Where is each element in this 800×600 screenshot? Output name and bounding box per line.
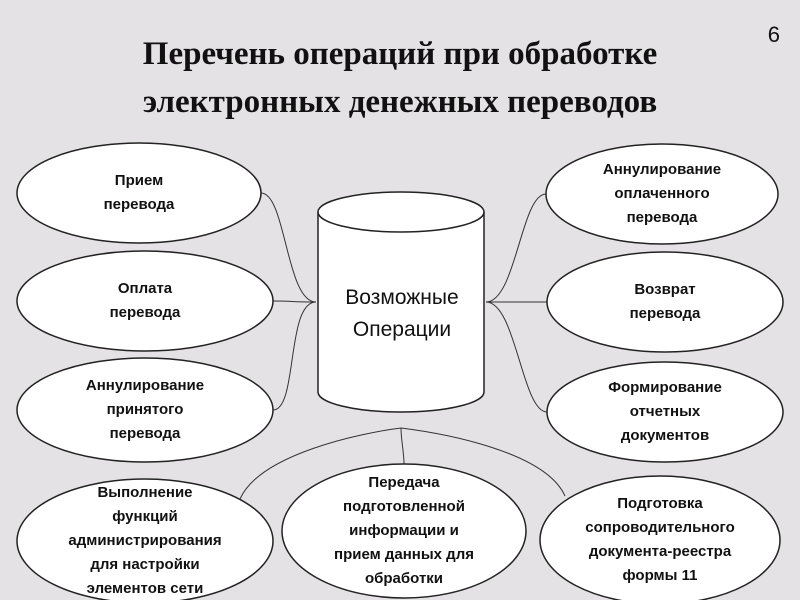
cylinder-body bbox=[317, 212, 485, 413]
connectors bbox=[239, 192, 566, 500]
node-label-reports: Формирование отчетных документов bbox=[608, 379, 722, 444]
connector-cancel-accepted bbox=[272, 301, 317, 411]
connector-registry bbox=[400, 427, 566, 497]
center-label: Возможные Операции bbox=[345, 286, 459, 341]
node-ellipse-receive bbox=[16, 142, 262, 244]
node-ellipse-cancel-paid bbox=[545, 143, 779, 245]
node-label-cancel-accepted: Аннулирование принятого перевода bbox=[85, 377, 205, 442]
cylinder-top bbox=[317, 191, 485, 233]
connector-admin bbox=[239, 427, 402, 500]
node-ellipse-transfer-data bbox=[281, 463, 527, 599]
node-ellipse-admin bbox=[16, 478, 274, 600]
node-label-registry: Подготовка сопроводительного документа-р… bbox=[585, 495, 735, 584]
slide-title: Перечень операций при обработке электрон… bbox=[142, 36, 658, 120]
node-label-transfer-data: Передача подготовленной информации и при… bbox=[334, 474, 474, 587]
connector-payment bbox=[272, 300, 317, 303]
node-label-cancel-paid: Аннулирование оплаченного перевода bbox=[602, 161, 722, 226]
node-ellipse-registry bbox=[539, 475, 781, 600]
slide-number: 6 bbox=[767, 22, 780, 47]
connector-reports bbox=[485, 301, 548, 413]
node-label-payment: Оплата перевода bbox=[109, 280, 181, 321]
center-cylinder bbox=[317, 191, 485, 413]
node-label-admin: Выполнение функций администрирования для… bbox=[68, 484, 222, 597]
node-ellipse-return bbox=[546, 251, 784, 353]
connector-transfer-data bbox=[400, 427, 405, 465]
node-ellipse-cancel-accepted bbox=[16, 357, 274, 463]
node-label-return: Возврат перевода bbox=[629, 281, 701, 322]
node-ellipse-payment bbox=[16, 250, 274, 352]
ellipses bbox=[16, 142, 784, 600]
node-ellipse-reports bbox=[546, 361, 784, 463]
connector-receive bbox=[260, 192, 317, 303]
node-label-receive: Прием перевода bbox=[103, 172, 175, 213]
connector-cancel-paid bbox=[485, 193, 547, 303]
